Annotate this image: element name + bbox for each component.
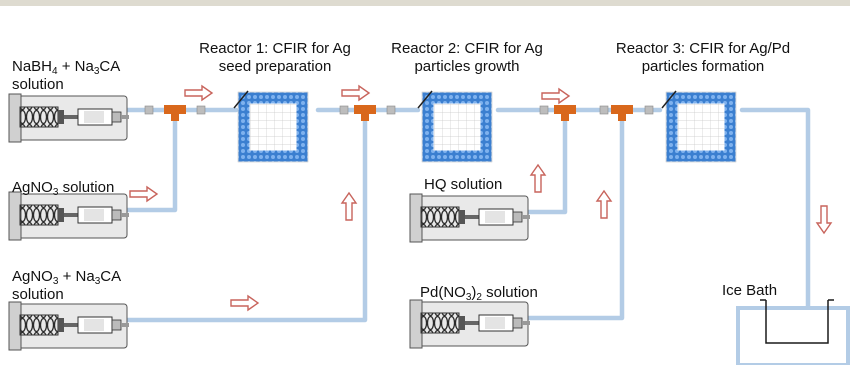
label-pdno3: Pd(NO3)2 solution xyxy=(420,284,538,303)
reactor-3-coil xyxy=(662,91,736,162)
flow-arrow-right-5 xyxy=(541,88,570,104)
top-border xyxy=(0,0,850,6)
label-hq: HQ solution xyxy=(424,176,503,193)
tee-connector-3 xyxy=(554,105,576,121)
syringe-pump-agno3 xyxy=(8,191,130,241)
tee-connector-1 xyxy=(164,105,186,121)
label-agno3: AgNO3 solution xyxy=(12,179,115,198)
flow-arrow-right-3 xyxy=(341,85,370,101)
reactor-1-coil xyxy=(234,91,308,162)
tubing xyxy=(123,107,811,351)
ice-bath-container xyxy=(736,299,850,365)
label-nabh4-naca: NaBH4 + Na3CA solution xyxy=(12,58,121,93)
flow-arrow-down-1 xyxy=(816,205,832,234)
syringe-pump-hq xyxy=(409,193,531,243)
tube-pdno3-to-tee4 xyxy=(525,109,625,321)
syringe-pump-agno3-naca xyxy=(8,301,130,351)
tube-to-ice-bath xyxy=(739,107,811,351)
label-agno3-naca: AgNO3 + Na3CA solution xyxy=(12,268,122,303)
flow-arrow-up-1 xyxy=(341,192,357,221)
label-ice-bath: Ice Bath xyxy=(722,282,778,299)
flow-arrow-right-2 xyxy=(129,186,158,202)
flow-arrow-right-1 xyxy=(184,85,213,101)
tube-agno3-naca-to-tee2 xyxy=(123,109,368,323)
flow-arrow-up-3 xyxy=(596,190,612,219)
flow-arrow-up-2 xyxy=(530,164,546,193)
tee-connector-2 xyxy=(354,105,376,121)
tube-agno3-to-tee1 xyxy=(123,109,178,213)
tee-connector-4 xyxy=(611,105,633,121)
tube-adapters xyxy=(144,105,654,115)
tube-hq-to-tee3 xyxy=(525,109,568,215)
syringe-pump-pdno3 xyxy=(409,299,531,349)
syringe-pump-nabh4 xyxy=(8,93,130,143)
flow-arrow-right-4 xyxy=(230,295,259,311)
reactor-2-coil xyxy=(418,91,492,162)
